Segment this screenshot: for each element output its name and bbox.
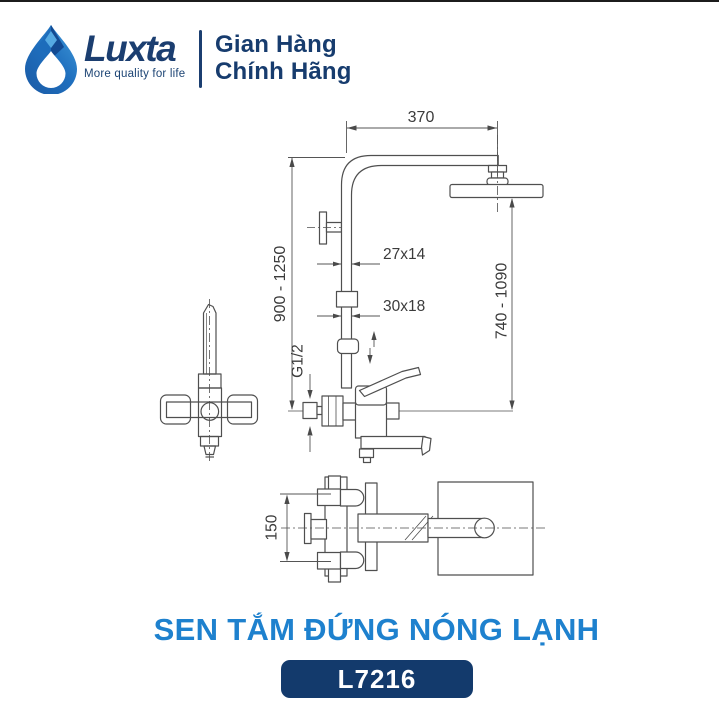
side-view [159,299,259,463]
bottom-view-arrowheads [284,494,290,562]
brand-tagline: More quality for life [84,68,186,80]
store-label-line2: Chính Hãng [215,58,352,85]
store-label-line1: Gian Hàng [215,31,337,58]
dim-27x14-label: 27x14 [383,246,426,263]
dim-370-label: 370 [408,109,435,126]
front-view [288,135,544,464]
top-edge-line [0,0,719,2]
bottom-view-dimensions [280,493,331,562]
dim-150-label: 150 [264,514,281,540]
store-label: Gian Hàng Chính Hãng [215,31,352,85]
dim-740-1090-label: 740 - 1090 [494,263,511,340]
brand-header: Luxta More quality for life Gian Hàng Ch… [0,0,719,110]
bottom-view [281,475,546,583]
front-view-arrowheads [289,125,515,436]
brand-wordmark: Luxta [84,28,177,69]
water-drop-icon [25,25,77,94]
brand-block: Luxta More quality for life [84,28,196,81]
dim-g12-label: G1/2 [290,344,307,378]
dim-30x18-label: 30x18 [383,298,425,315]
dim-900-1250-label: 900 - 1250 [272,246,289,323]
header-divider [199,30,202,88]
product-code-badge: L7216 [281,660,473,698]
product-title: SEN TẮM ĐỨNG NÓNG LẠNH [153,612,600,647]
